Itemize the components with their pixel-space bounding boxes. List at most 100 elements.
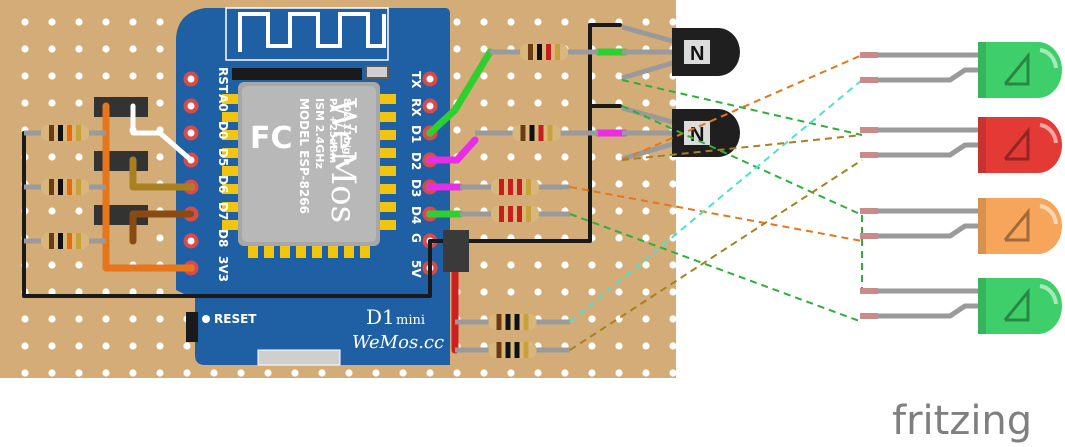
- hole: [183, 369, 191, 377]
- shield-pad: [222, 166, 238, 176]
- hole: [75, 45, 83, 53]
- hole: [21, 315, 29, 323]
- shield-pad: [360, 246, 370, 258]
- pin-label-right: G: [409, 233, 423, 243]
- jumper-block-1: [94, 97, 148, 117]
- hole: [21, 342, 29, 350]
- shield-pad: [380, 130, 396, 140]
- hole: [561, 153, 569, 161]
- hole: [399, 369, 407, 377]
- led-leg-end: [860, 127, 878, 133]
- shield-top-strip: [232, 68, 362, 80]
- resistor-led-2-band: [508, 206, 513, 222]
- hole: [318, 369, 326, 377]
- resistor-led-1-band: [517, 179, 522, 195]
- led-reflector: [1003, 126, 1030, 161]
- usb-connector: [257, 349, 341, 366]
- resistor-left-1-band: [49, 125, 54, 141]
- transistor-1-lead: [621, 59, 677, 81]
- led-green-body: [978, 278, 1062, 334]
- led-leg-end: [860, 288, 878, 294]
- hole: [102, 288, 110, 296]
- hole: [156, 315, 164, 323]
- hole: [561, 288, 569, 296]
- hole: [642, 72, 650, 80]
- shield-pads: [222, 68, 396, 258]
- resistor-led-1-band: [499, 179, 504, 195]
- hole: [642, 180, 650, 188]
- hole: [534, 369, 542, 377]
- dashed-olive-2: [569, 159, 863, 351]
- hole: [615, 72, 623, 80]
- leds: [860, 42, 1062, 334]
- hole: [48, 72, 56, 80]
- board-pin-hole: [187, 237, 195, 245]
- hole: [615, 180, 623, 188]
- hole: [561, 18, 569, 26]
- hole: [669, 315, 677, 323]
- led-leg-cathode: [862, 67, 980, 83]
- resistor-led-2-band: [499, 206, 504, 222]
- shield-pad: [222, 94, 238, 104]
- left-components: [94, 97, 148, 225]
- d0-d5-wire: [130, 103, 194, 163]
- dashed-green-3: [569, 213, 863, 323]
- board-name-sub: mini: [396, 313, 425, 328]
- pin-label-right: RX: [409, 98, 423, 117]
- hole: [534, 18, 542, 26]
- led-red-body: [978, 117, 1062, 173]
- hole: [507, 153, 515, 161]
- board-pin-hole: [426, 75, 434, 83]
- transistor-1-label-bg: [684, 40, 710, 64]
- hole: [102, 72, 110, 80]
- hole: [642, 342, 650, 350]
- hole: [48, 45, 56, 53]
- hole: [615, 234, 623, 242]
- board-brand: WeMos.cc: [352, 332, 444, 353]
- transistor-2-lead: [621, 140, 677, 162]
- shield-pad: [264, 246, 274, 258]
- resistor-led-1-band: [508, 179, 513, 195]
- hole: [669, 99, 677, 107]
- board-pa-text: PA +25dBm: [327, 98, 338, 163]
- shield-pad: [380, 202, 396, 212]
- shield-pad: [222, 220, 238, 230]
- hole: [534, 153, 542, 161]
- board-name-main: D1: [366, 305, 395, 329]
- hole: [372, 369, 380, 377]
- resistor-left-3-band: [58, 233, 63, 249]
- hole: [453, 18, 461, 26]
- hole: [507, 18, 515, 26]
- hole: [75, 342, 83, 350]
- dashed-orange-2: [569, 186, 863, 242]
- antenna-trace: [238, 12, 386, 52]
- pin-label-right: D4: [409, 206, 423, 224]
- hole: [129, 288, 137, 296]
- hole: [48, 288, 56, 296]
- hole: [48, 153, 56, 161]
- shield-pad: [312, 246, 322, 258]
- hole: [345, 369, 353, 377]
- pin-label-left: D7: [216, 202, 230, 220]
- hole: [453, 369, 461, 377]
- shield-pad: [380, 112, 396, 122]
- shield-pad: [222, 202, 238, 212]
- hole: [642, 99, 650, 107]
- hole: [561, 99, 569, 107]
- hole: [642, 288, 650, 296]
- resistor-left-3-band: [49, 233, 54, 249]
- hole: [21, 72, 29, 80]
- resistor-led-4-band: [505, 342, 511, 358]
- hole: [561, 261, 569, 269]
- pin-label-right: D1: [409, 125, 423, 143]
- hole: [561, 369, 569, 377]
- d2-wire: [426, 136, 479, 164]
- hole: [129, 45, 137, 53]
- shield-pad: [380, 220, 396, 230]
- hole: [669, 207, 677, 215]
- fc-mark: FC: [250, 121, 293, 156]
- resistor-led-4-band: [496, 342, 502, 358]
- resistor-left-1-body: [41, 125, 89, 141]
- hole: [669, 369, 677, 377]
